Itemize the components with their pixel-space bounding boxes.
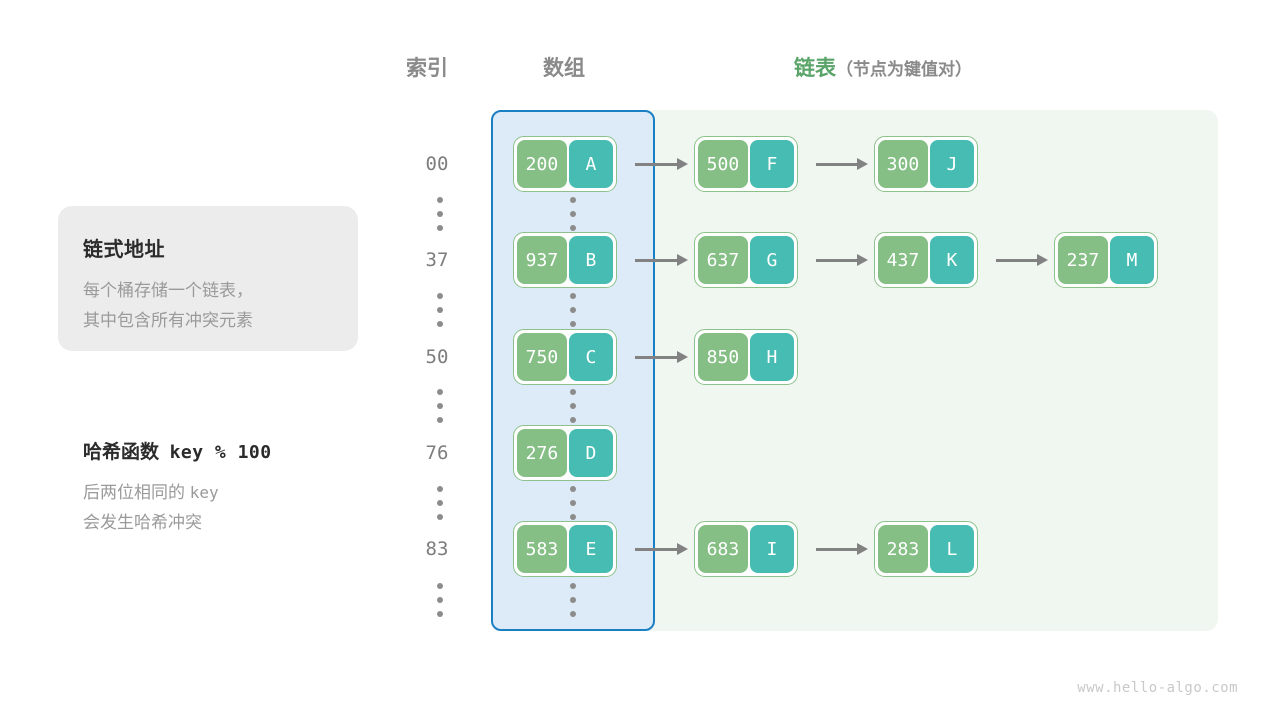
node-key: 850	[698, 333, 748, 381]
arrow-head	[677, 543, 688, 555]
info-card-body: 每个桶存储一个链表， 其中包含所有冲突元素	[83, 276, 343, 336]
info-card-line-2: 其中包含所有冲突元素	[83, 311, 253, 330]
node-value: K	[929, 236, 974, 284]
node-key: 637	[698, 236, 748, 284]
node-key: 750	[517, 333, 567, 381]
arrow-head	[857, 158, 868, 170]
hash-function-note-line-2: 会发生哈希冲突	[83, 513, 202, 532]
bucket-index-label: 50	[425, 346, 449, 368]
array-ellipsis-icon	[563, 583, 583, 617]
header-linked-list-sublabel: （节点为键值对）	[836, 60, 972, 79]
arrow-shaft	[635, 162, 677, 166]
header-index: 索引	[406, 57, 448, 80]
hash-function-note-prefix: 后两位相同的	[83, 483, 185, 502]
node-key: 276	[517, 429, 567, 477]
node-value: D	[568, 429, 613, 477]
arrow-shaft	[816, 547, 857, 551]
watermark: www.hello-algo.com	[1077, 680, 1238, 696]
arrow-shaft	[996, 258, 1037, 262]
next-pointer-arrow	[816, 543, 868, 555]
info-card-title: 链式地址	[83, 239, 165, 261]
node-value: H	[749, 333, 794, 381]
node-value: F	[749, 140, 794, 188]
node-value: G	[749, 236, 794, 284]
arrow-shaft	[635, 258, 677, 262]
node-key: 437	[878, 236, 928, 284]
index-ellipsis-icon	[430, 293, 450, 327]
next-pointer-arrow	[635, 254, 688, 266]
node-key: 583	[517, 525, 567, 573]
arrow-head	[857, 254, 868, 266]
hash-function-note-code: key	[189, 483, 219, 502]
next-pointer-arrow	[635, 543, 688, 555]
header-linked-list-label: 链表	[794, 57, 836, 80]
array-ellipsis-icon	[563, 486, 583, 520]
node-value: B	[568, 236, 613, 284]
node-key: 237	[1058, 236, 1108, 284]
node-key: 683	[698, 525, 748, 573]
node-value: C	[568, 333, 613, 381]
next-pointer-arrow	[996, 254, 1048, 266]
index-ellipsis-icon	[430, 583, 450, 617]
bucket-index-label: 83	[425, 538, 449, 560]
node-key: 200	[517, 140, 567, 188]
node-value: I	[749, 525, 794, 573]
header-array: 数组	[543, 57, 585, 80]
arrow-head	[677, 254, 688, 266]
hash-function-note: 后两位相同的 key 会发生哈希冲突	[83, 478, 363, 538]
next-pointer-arrow	[635, 351, 688, 363]
hash-function-label: 哈希函数	[83, 442, 160, 463]
node-value: J	[929, 140, 974, 188]
info-card-line-1: 每个桶存储一个链表，	[83, 281, 253, 300]
arrow-head	[677, 351, 688, 363]
header-linked-list: 链表（节点为键值对）	[794, 52, 972, 82]
bucket-index-label: 00	[425, 153, 449, 175]
arrow-shaft	[816, 258, 857, 262]
next-pointer-arrow	[816, 254, 868, 266]
array-ellipsis-icon	[563, 293, 583, 327]
array-ellipsis-icon	[563, 389, 583, 423]
info-card	[58, 206, 358, 351]
bucket-index-label: 37	[425, 249, 449, 271]
node-value: E	[568, 525, 613, 573]
arrow-head	[1037, 254, 1048, 266]
index-ellipsis-icon	[430, 197, 450, 231]
hash-function-title: 哈希函数 key % 100	[83, 437, 272, 464]
arrow-head	[677, 158, 688, 170]
node-key: 937	[517, 236, 567, 284]
node-value: L	[929, 525, 974, 573]
node-key: 500	[698, 140, 748, 188]
node-key: 300	[878, 140, 928, 188]
bucket-index-label: 76	[425, 442, 449, 464]
arrow-head	[857, 543, 868, 555]
index-ellipsis-icon	[430, 389, 450, 423]
arrow-shaft	[635, 355, 677, 359]
hash-function-expression: key % 100	[169, 442, 272, 463]
node-key: 283	[878, 525, 928, 573]
arrow-shaft	[635, 547, 677, 551]
node-value: M	[1109, 236, 1154, 284]
next-pointer-arrow	[635, 158, 688, 170]
array-ellipsis-icon	[563, 197, 583, 231]
node-value: A	[568, 140, 613, 188]
arrow-shaft	[816, 162, 857, 166]
hash-function-note-line-1: 后两位相同的 key	[83, 478, 363, 508]
index-ellipsis-icon	[430, 486, 450, 520]
next-pointer-arrow	[816, 158, 868, 170]
